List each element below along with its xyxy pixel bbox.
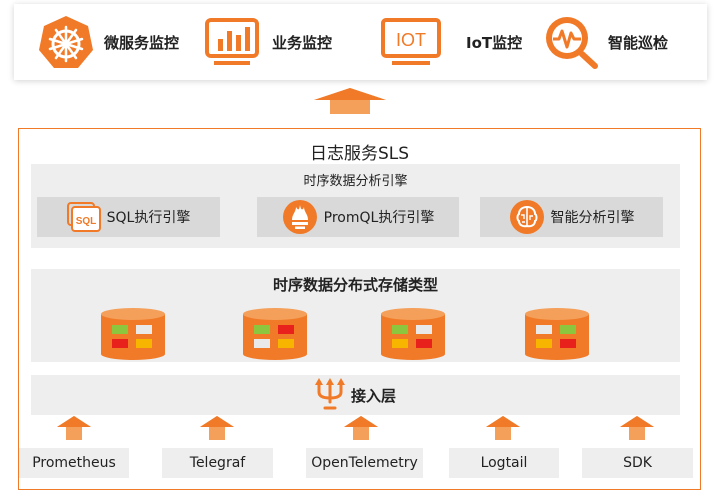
storage-section: 时序数据分布式存储类型 — [31, 269, 680, 362]
iot-monitor-icon: IOT — [381, 18, 441, 65]
source-telegraf[interactable]: Telegraf — [162, 448, 273, 478]
bar-chart-monitor-icon — [205, 18, 259, 65]
source-label: OpenTelemetry — [311, 455, 418, 471]
sls-title: 日志服务SLS — [309, 144, 410, 164]
up-arrow-icon — [344, 416, 378, 440]
source-sdk[interactable]: SDK — [582, 448, 693, 478]
top-item-iot[interactable]: IOT IoT监控 — [380, 4, 522, 80]
source-label: Prometheus — [32, 455, 116, 471]
source-label: Telegraf — [189, 455, 246, 471]
kubernetes-icon — [39, 16, 93, 68]
engine-label: SQL执行引擎 — [106, 210, 191, 226]
source-opentelemetry[interactable]: OpenTelemetry — [306, 448, 423, 478]
engine-label: 智能分析引擎 — [550, 210, 635, 226]
access-layer-label: 接入层 — [350, 386, 396, 405]
database-icon — [243, 308, 307, 360]
top-item-label: 业务监控 — [272, 33, 333, 52]
up-arrow-icon — [620, 416, 654, 440]
top-item-business[interactable]: 业务监控 — [204, 4, 332, 80]
up-arrow-icon — [57, 416, 91, 440]
top-item-label: 智能巡检 — [608, 33, 669, 52]
up-arrow-icon — [486, 416, 520, 440]
engine-section-title: 时序数据分析引擎 — [303, 174, 408, 189]
access-fork-icon — [314, 378, 345, 410]
engine-sql[interactable]: SQL SQL执行引擎 — [37, 197, 220, 237]
prometheus-icon — [282, 200, 317, 234]
database-icon — [381, 308, 445, 360]
svg-text:IOT: IOT — [396, 30, 426, 50]
top-item-microservice[interactable]: 微服务监控 — [36, 4, 179, 80]
source-label: SDK — [623, 455, 652, 471]
storage-section-title: 时序数据分布式存储类型 — [272, 276, 438, 294]
database-icon — [525, 308, 589, 360]
up-arrow-icon — [200, 416, 234, 440]
magnifier-pulse-icon — [546, 17, 598, 69]
engine-section: 时序数据分析引擎 SQL SQL执行引擎 PromQL执行引擎 — [31, 164, 680, 248]
source-prometheus[interactable]: Prometheus — [19, 448, 129, 478]
database-icon — [101, 308, 165, 360]
sls-service-box: 日志服务SLS 时序数据分析引擎 SQL SQL执行引擎 PromQL执行引擎 — [18, 128, 701, 490]
engine-ai[interactable]: 智能分析引擎 — [480, 197, 663, 237]
sql-icon: SQL — [66, 202, 101, 232]
access-layer: 接入层 — [31, 375, 680, 415]
brain-icon — [509, 200, 544, 234]
svg-text:SQL: SQL — [75, 216, 96, 227]
top-item-label: IoT监控 — [466, 33, 523, 52]
engine-label: PromQL执行引擎 — [323, 210, 435, 226]
source-label: Logtail — [480, 455, 528, 471]
up-arrow-icon — [314, 88, 386, 114]
engine-promql[interactable]: PromQL执行引擎 — [257, 197, 459, 237]
top-item-inspection[interactable]: 智能巡检 — [540, 4, 668, 80]
top-item-label: 微服务监控 — [104, 33, 180, 52]
top-monitoring-bar: 微服务监控 业务监控 IOT IoT监控 智能巡检 — [14, 4, 707, 80]
source-logtail[interactable]: Logtail — [449, 448, 559, 478]
